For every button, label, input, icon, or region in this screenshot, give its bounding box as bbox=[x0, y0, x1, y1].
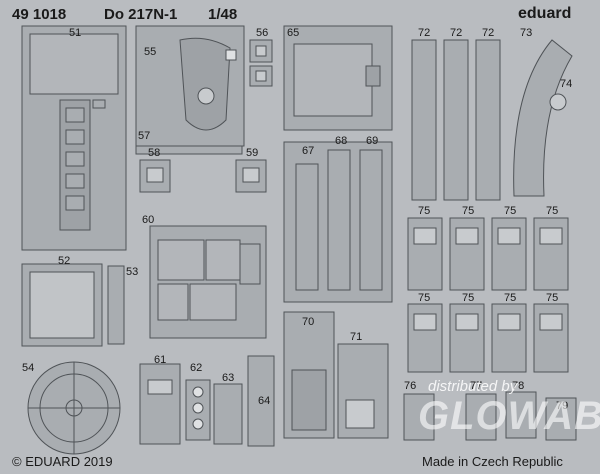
part-58 bbox=[139, 159, 171, 193]
part-56 bbox=[249, 39, 273, 87]
part-number: 67 bbox=[302, 145, 315, 157]
part-number: 69 bbox=[366, 135, 379, 147]
part-68 bbox=[327, 149, 351, 291]
part-71 bbox=[337, 343, 389, 439]
part-number: 51 bbox=[69, 27, 82, 39]
part-76 bbox=[403, 393, 435, 441]
part-number: 72 bbox=[418, 27, 431, 39]
part-75-e bbox=[407, 303, 443, 373]
part-57 bbox=[135, 25, 245, 155]
part-number: 74 bbox=[560, 78, 573, 90]
part-number: 68 bbox=[335, 135, 348, 147]
part-53 bbox=[107, 265, 125, 345]
part-number: 54 bbox=[22, 362, 35, 374]
part-77 bbox=[465, 393, 497, 441]
copyright: © EDUARD 2019 bbox=[12, 454, 113, 469]
part-51 bbox=[21, 25, 127, 251]
part-70 bbox=[283, 311, 335, 439]
part-number: 75 bbox=[546, 205, 559, 217]
part-59 bbox=[235, 159, 267, 193]
part-number: 73 bbox=[520, 27, 533, 39]
part-number: 77 bbox=[470, 380, 483, 392]
part-54 bbox=[27, 361, 121, 455]
part-73 bbox=[513, 39, 573, 197]
part-number: 72 bbox=[482, 27, 495, 39]
part-75-h bbox=[533, 303, 569, 373]
part-number: 59 bbox=[246, 147, 259, 159]
part-number: 76 bbox=[404, 380, 417, 392]
part-number: 64 bbox=[258, 395, 271, 407]
part-number: 55 bbox=[144, 46, 157, 58]
watermark-distributed-by: distributed by bbox=[428, 378, 518, 395]
part-number: 75 bbox=[462, 205, 475, 217]
part-69 bbox=[359, 149, 383, 291]
part-number: 75 bbox=[504, 292, 517, 304]
part-72-b bbox=[443, 39, 469, 201]
part-75-c bbox=[491, 217, 527, 291]
set-number: 49 1018 bbox=[12, 6, 67, 23]
part-75-g bbox=[491, 303, 527, 373]
part-79 bbox=[545, 397, 577, 441]
scale: 1/48 bbox=[208, 6, 238, 23]
part-number: 53 bbox=[126, 266, 139, 278]
part-number: 58 bbox=[148, 147, 161, 159]
part-number: 71 bbox=[350, 331, 363, 343]
part-number: 63 bbox=[222, 372, 235, 384]
part-number: 79 bbox=[556, 400, 569, 412]
part-number: 75 bbox=[418, 292, 431, 304]
part-number: 75 bbox=[504, 205, 517, 217]
model-name: Do 217N-1 bbox=[104, 6, 178, 23]
part-number: 56 bbox=[256, 27, 269, 39]
part-65 bbox=[283, 25, 393, 131]
part-number: 75 bbox=[546, 292, 559, 304]
part-63 bbox=[213, 383, 243, 445]
part-72-c bbox=[475, 39, 501, 201]
part-number: 75 bbox=[418, 205, 431, 217]
part-52 bbox=[21, 263, 103, 347]
part-61 bbox=[139, 363, 181, 445]
part-75-a bbox=[407, 217, 443, 291]
part-74 bbox=[549, 93, 567, 111]
part-number: 57 bbox=[138, 130, 151, 142]
part-75-d bbox=[533, 217, 569, 291]
eduard-logo: eduard bbox=[518, 5, 572, 22]
part-60 bbox=[149, 225, 267, 339]
part-75-f bbox=[449, 303, 485, 373]
part-number: 75 bbox=[462, 292, 475, 304]
part-number: 52 bbox=[58, 255, 71, 267]
part-number: 70 bbox=[302, 316, 315, 328]
part-number: 78 bbox=[512, 380, 525, 392]
part-number: 61 bbox=[154, 354, 167, 366]
part-62 bbox=[185, 379, 211, 441]
part-number: 62 bbox=[190, 362, 203, 374]
watermark-brand: GLOWAB bbox=[418, 394, 600, 438]
part-number: 72 bbox=[450, 27, 463, 39]
part-75-b bbox=[449, 217, 485, 291]
made-in: Made in Czech Republic bbox=[422, 454, 563, 469]
part-number: 65 bbox=[287, 27, 300, 39]
part-78 bbox=[505, 391, 537, 439]
part-72-a bbox=[411, 39, 437, 201]
part-64 bbox=[247, 355, 275, 447]
part-number: 60 bbox=[142, 214, 155, 226]
